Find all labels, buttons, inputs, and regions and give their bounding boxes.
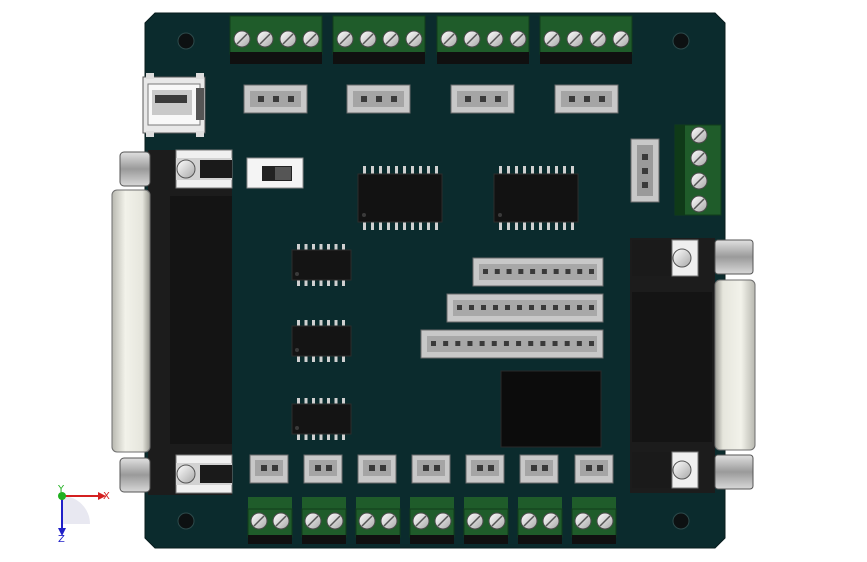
dip-chip-3	[291, 398, 352, 440]
terminal-block-top-3	[436, 15, 530, 64]
header-top-4	[554, 84, 619, 114]
top-headers	[243, 84, 619, 114]
mounting-holes	[177, 32, 690, 530]
ribbon-header-2	[446, 293, 604, 323]
terminal-block-bottom-5	[463, 497, 509, 544]
soic-chips	[357, 166, 579, 230]
vertical-header	[630, 138, 660, 203]
dip-chip-1	[291, 244, 352, 286]
header-bottom-4	[411, 454, 451, 484]
ribbon-header-1	[472, 257, 604, 287]
triad-y-label: Y	[57, 484, 65, 495]
top-terminal-blocks	[229, 15, 633, 64]
header-bottom-5	[465, 454, 505, 484]
header-top-3	[450, 84, 515, 114]
terminal-block-top-1	[229, 15, 323, 64]
slide-switch	[246, 157, 304, 189]
dip-chip-2	[291, 320, 352, 362]
triad-z-label: Z	[58, 534, 65, 545]
bottom-headers	[249, 454, 614, 484]
bottom-terminal-blocks	[247, 497, 617, 544]
header-bottom-3	[357, 454, 397, 484]
dip-chips	[291, 244, 352, 440]
terminal-block-bottom-3	[355, 497, 401, 544]
header-bottom-7	[574, 454, 614, 484]
large-ic	[500, 370, 602, 448]
terminal-block-bottom-7	[571, 497, 617, 544]
header-top-1	[243, 84, 308, 114]
header-bottom-1	[249, 454, 289, 484]
terminal-block-bottom-2	[301, 497, 347, 544]
header-bottom-2	[303, 454, 343, 484]
terminal-block-top-2	[332, 15, 426, 64]
soic-chip-2	[493, 166, 579, 230]
ribbon-headers	[420, 257, 604, 359]
terminal-block-bottom-6	[517, 497, 563, 544]
usb-connector	[142, 73, 206, 137]
right-terminal-block	[674, 124, 722, 216]
db25-connector-right	[630, 238, 756, 493]
terminal-block-top-4	[539, 15, 633, 64]
db25-connector-left	[111, 149, 233, 495]
triad-x-label: X	[103, 491, 110, 502]
soic-chip-1	[357, 166, 443, 230]
terminal-block-bottom-1	[247, 497, 293, 544]
header-bottom-6	[519, 454, 559, 484]
terminal-block-bottom-4	[409, 497, 455, 544]
ribbon-header-3	[420, 329, 604, 359]
header-top-2	[346, 84, 411, 114]
orientation-triad[interactable]: X Y Z	[57, 484, 110, 545]
